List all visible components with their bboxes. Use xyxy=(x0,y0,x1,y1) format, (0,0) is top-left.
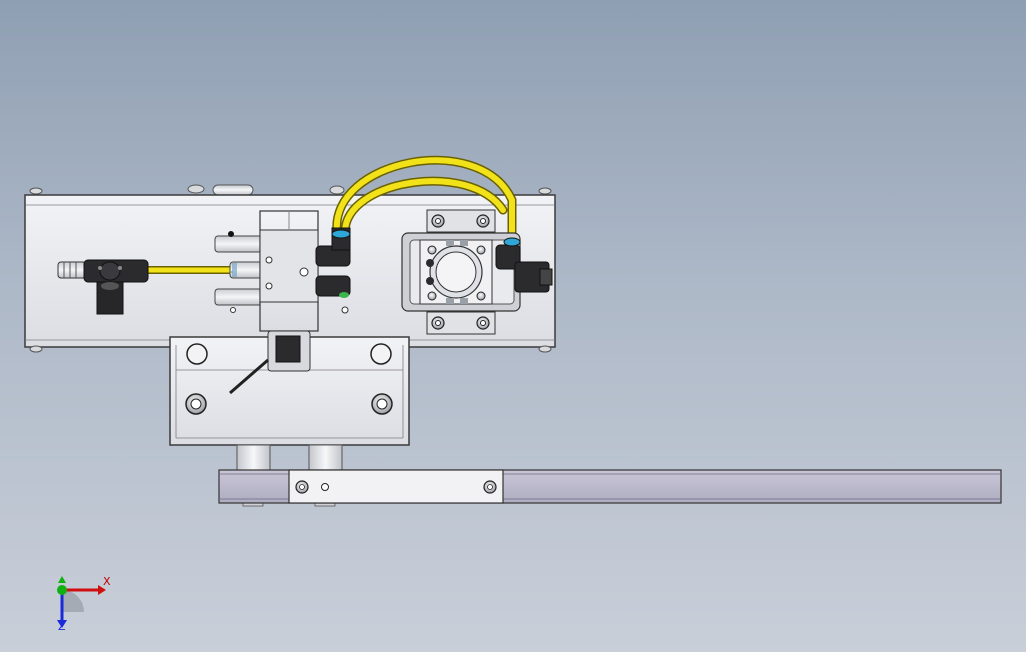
lower-bracket xyxy=(169,336,410,446)
axis-triad xyxy=(57,576,106,628)
solenoid-valve xyxy=(229,210,319,395)
valve-mount-cylinders xyxy=(214,231,263,313)
bottom-cylinders xyxy=(236,444,343,507)
x-axis-label: X xyxy=(103,575,111,588)
bracket-holes xyxy=(185,343,393,415)
elbow-fittings xyxy=(231,227,351,314)
z-axis-label: Z xyxy=(58,620,66,633)
top-bumps xyxy=(29,184,552,196)
air-tubes xyxy=(144,155,517,274)
left-tee-fitting xyxy=(57,259,149,315)
rotary-cylinder-block xyxy=(401,209,553,335)
